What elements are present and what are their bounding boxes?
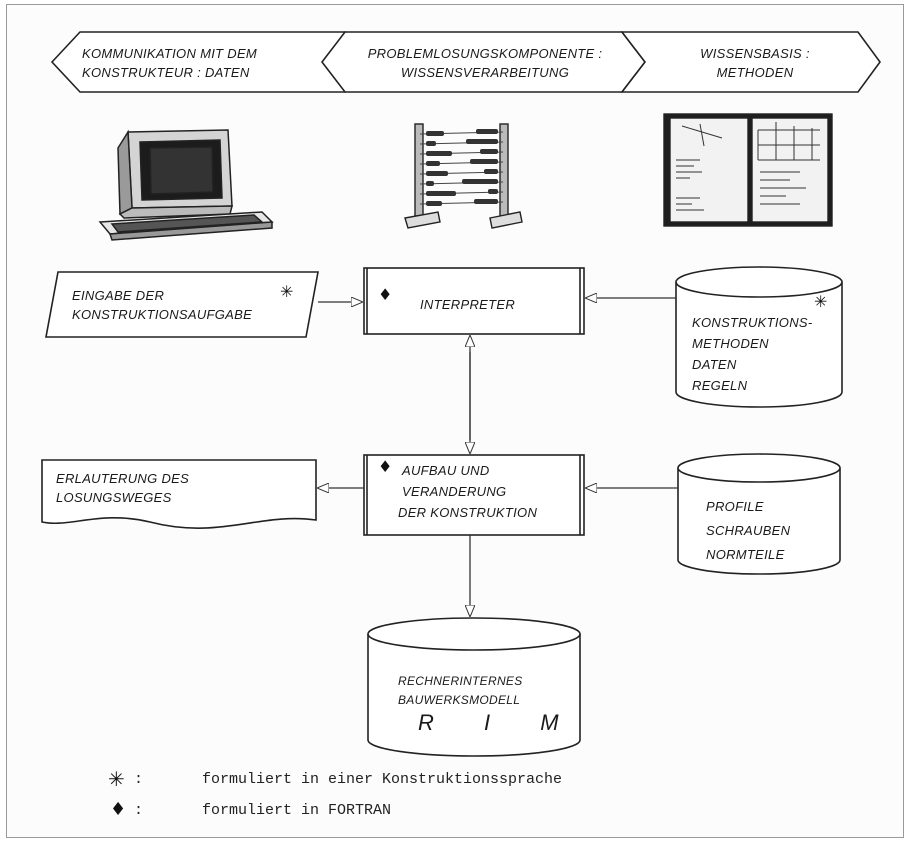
interpreter-label: INTERPRETER: [420, 297, 516, 312]
rim-database-cylinder: [367, 617, 581, 757]
explanation-label: ERLAUTERUNG DES LOSUNGSWEGES: [56, 471, 190, 505]
methods-database-label: KONSTRUKTIONS- METHODEN DATEN REGELN: [692, 315, 813, 393]
abacus-icon: [404, 123, 523, 229]
header-left-label: KOMMUNIKATION MIT DEM KONSTRUKTEUR : DAT…: [82, 46, 258, 80]
rim-database-label: RECHNERINTERNES BAUWERKSMODELL: [398, 674, 523, 707]
header-middle-label: PROBLEMLOSUNGSKOMPONENTE : WISSENSVERARB…: [367, 46, 603, 80]
construction-label: AUFBAU UND VERANDERUNG DER KONSTRUKTION: [398, 463, 538, 520]
computer-terminal-icon: [98, 129, 274, 241]
legend-separator: :: [134, 802, 144, 819]
legend-separator: :: [134, 771, 144, 788]
legend-asterisk-icon: ✳: [108, 767, 125, 791]
header-right-label: WISSENSBASIS : METHODEN: [700, 46, 810, 80]
asterisk-marker-icon: ✳: [280, 282, 294, 301]
legend-text: formuliert in einer Konstruktionssprache: [202, 771, 563, 788]
parts-database-cylinder: [677, 453, 841, 575]
methods-database-cylinder: [675, 266, 843, 408]
rim-acronym: R I M: [418, 710, 581, 735]
diamond-marker-icon: ♦: [378, 285, 393, 304]
methods-book-icon: [663, 113, 833, 227]
asterisk-marker-icon: ✳: [814, 292, 828, 311]
input-parallelogram: [45, 271, 319, 338]
input-box-label: EINGABE DER KONSTRUKTIONSAUFGABE: [72, 288, 253, 322]
diamond-marker-icon: ♦: [378, 457, 393, 476]
header-hexagon-right: [620, 31, 881, 93]
interpreter-box: [363, 267, 585, 335]
parts-database-label: PROFILE SCHRAUBEN NORMTEILE: [706, 499, 791, 562]
legend-diamond-icon: ♦: [110, 799, 127, 820]
legend-text: formuliert in FORTRAN: [202, 802, 392, 819]
construction-box: [363, 454, 585, 536]
explanation-document: [41, 459, 317, 529]
